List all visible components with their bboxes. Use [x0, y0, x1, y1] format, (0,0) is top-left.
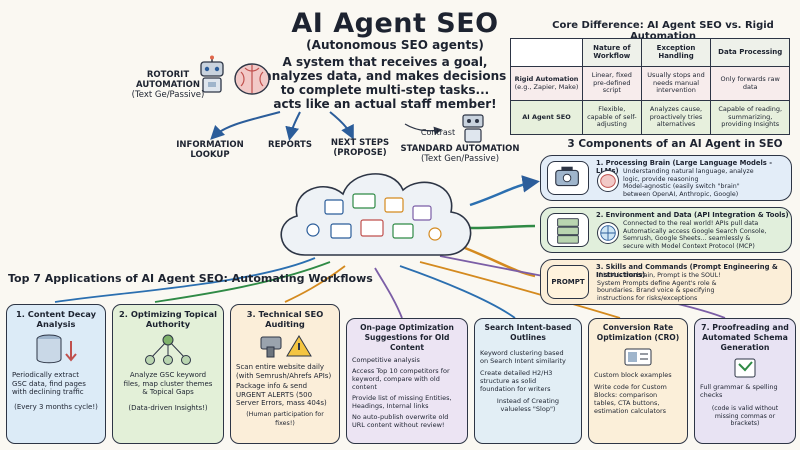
component-environment-data: 2. Environment and Data (API Integration…	[540, 207, 792, 253]
component-skills-commands: PROMPT 3. Skills and Commands (Prompt En…	[540, 259, 792, 305]
cloud-hub-icon	[280, 173, 472, 256]
globe-icon	[597, 222, 619, 244]
robot-icon	[200, 55, 224, 93]
header-workflow: Nature of Workflow	[582, 38, 642, 67]
component-processing-brain: 1. Processing Brain (Large Language Mode…	[540, 155, 792, 201]
row-label: AI Agent SEO	[510, 100, 583, 135]
header-data: Data Processing	[710, 38, 790, 67]
json-document-icon	[734, 358, 756, 378]
comparison-table: Nature of Workflow Exception Handling Da…	[510, 38, 790, 135]
contrast-label: Contrast	[420, 128, 456, 137]
page-title: AI Agent SEO	[291, 8, 499, 39]
brain-icon	[234, 63, 270, 95]
scanner-alert-icon	[260, 335, 312, 358]
database-icon	[36, 334, 77, 364]
comparison-title: Core Difference: AI Agent SEO vs. Rigid …	[552, 20, 774, 42]
info-lookup-label: INFORMATION LOOKUP	[176, 140, 244, 160]
page-subtitle: (Autonomous SEO agents)	[306, 38, 484, 52]
table-row: Rigid Automation (e.g., Zapier, Make) Li…	[510, 66, 790, 101]
network-icon	[145, 334, 191, 365]
header-exception: Exception Handling	[640, 38, 712, 67]
server-icon	[547, 213, 589, 247]
robot-right-label: STANDARD AUTOMATION (Text Gen/Passive)	[400, 144, 520, 164]
brain-icon	[597, 170, 619, 192]
block-layout-icon	[624, 348, 652, 366]
apps-title: Top 7 Applications of AI Agent SEO: Auto…	[8, 272, 373, 285]
app-card-proofreading-schema: 7. Proofreading and Automated Schema Gen…	[694, 318, 796, 444]
robot-left-label: ROTORIT AUTOMATION (Text Ge/Passive)	[131, 70, 205, 100]
table-row: AI Agent SEO Flexible, capable of self-a…	[510, 100, 790, 135]
row-label: Rigid Automation (e.g., Zapier, Make)	[510, 66, 583, 101]
definition-text: A system that receives a goal, analyzes …	[263, 55, 507, 111]
reports-label: REPORTS	[268, 140, 312, 150]
next-steps-label: NEXT STEPS (PROPOSE)	[330, 138, 390, 158]
engine-icon	[547, 161, 589, 195]
components-title: 3 Components of an AI Agent in SEO	[567, 138, 783, 150]
standard-robot-icon	[462, 114, 484, 143]
prompt-icon: PROMPT	[547, 265, 589, 299]
